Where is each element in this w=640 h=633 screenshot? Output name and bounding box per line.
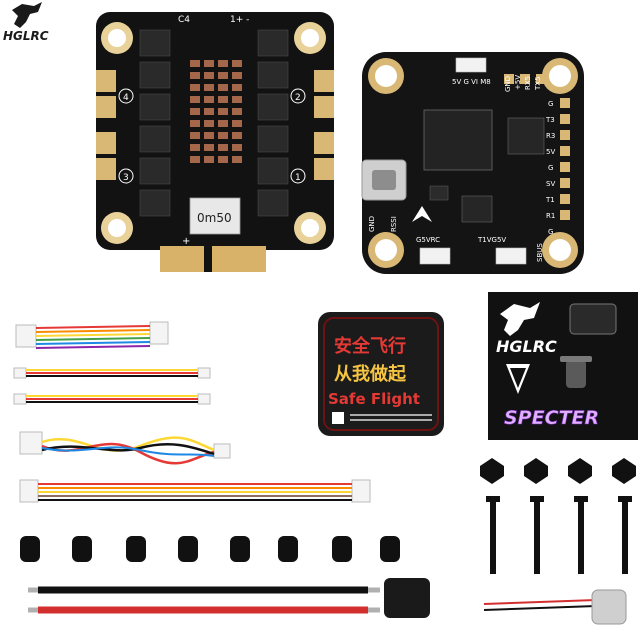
- motor-icon: [566, 360, 586, 388]
- dinosaur-icon: [500, 302, 540, 336]
- motor-label-2: 2: [290, 88, 306, 104]
- fc-right-r1: R1: [546, 212, 555, 220]
- fc-label-tx5: TX5: [534, 76, 542, 91]
- fc-bottom-right: SBUS: [536, 243, 544, 262]
- esc-silk-plus-minus: 1+ -: [230, 15, 249, 25]
- chip: [507, 117, 545, 155]
- fc-right-t1: T1: [545, 196, 555, 204]
- esc-pad-plus: +: [182, 236, 190, 247]
- specter-emblem-icon: [506, 364, 530, 394]
- connector-top: [455, 57, 487, 73]
- fc-right-g3: G: [548, 228, 553, 236]
- fc-bottom-mid: T1VG5V: [477, 236, 506, 244]
- fc-right-5v: 5V: [546, 148, 555, 156]
- motor-label-3: 3: [118, 168, 134, 184]
- cable-set: [13, 321, 371, 503]
- safe-line-3: Safe Flight: [328, 390, 420, 408]
- fc-left-gnd: GND: [368, 216, 376, 232]
- fc-right-g1: G: [548, 100, 553, 108]
- svg-text:2: 2: [295, 93, 301, 103]
- capacitor-text: 0m50: [197, 211, 232, 225]
- screws: [486, 496, 632, 574]
- brand-logo-text: HGLRC: [3, 29, 49, 43]
- damper-grommets: [20, 536, 400, 562]
- cable-short-3wire: [13, 367, 211, 379]
- cable-short-3wire: [13, 393, 211, 405]
- fc-label-gnd: GND: [504, 76, 512, 92]
- svg-text:1: 1: [295, 173, 301, 183]
- motor-label-1: 1: [290, 168, 306, 184]
- fc-label-5v: +5V: [514, 75, 522, 90]
- dinosaur-icon: [12, 2, 42, 28]
- svg-text:4: 4: [123, 93, 129, 103]
- brand-sticker-logo-text: HGLRC: [496, 337, 557, 356]
- connector-bottom-right: [495, 247, 527, 265]
- bulk-capacitor: [189, 197, 241, 235]
- power-pad: [212, 246, 266, 272]
- fc-stack-icon: [569, 303, 617, 335]
- nuts: [480, 458, 636, 484]
- chip: [461, 195, 493, 223]
- chip: [429, 185, 449, 201]
- qr-code: [332, 412, 344, 424]
- mcu-chip: [423, 109, 493, 171]
- safe-line-2: 从我做起: [334, 363, 407, 385]
- capacitor-with-leads: [483, 589, 627, 625]
- fc-right-r3: R3: [546, 132, 555, 140]
- cable-ribbon-rainbow: [15, 321, 169, 349]
- cable-ribbon-long: [19, 479, 371, 503]
- cable-twisted: [19, 431, 231, 465]
- brand-sticker: HGLRC SPECTER: [488, 292, 638, 440]
- safe-flight-sticker: 安全飞行 从我做起 Safe Flight: [318, 312, 444, 436]
- power-pad: [160, 246, 204, 272]
- connector-bottom-left: [419, 247, 451, 265]
- fc-right-t3: T3: [545, 116, 555, 124]
- flight-controller-board: TX5 RX5 +5V GND 5V G VI M8 G T3 R3 5V G …: [361, 52, 584, 274]
- fc-label-rx5: RX5: [524, 76, 532, 90]
- power-wires: [28, 586, 380, 614]
- safe-line-1: 安全飞行: [334, 335, 406, 357]
- fc-right-sv: SV: [546, 180, 555, 188]
- esc-board: C4 1+ - 4 2 3 1 0m50 +: [96, 12, 334, 272]
- motor-label-4: 4: [118, 88, 134, 104]
- fc-bottom-left: G5VRC: [416, 236, 440, 244]
- fc-right-g2: G: [548, 164, 553, 172]
- orientation-arrow-icon: [412, 206, 432, 222]
- fc-left-rssi: RSSI: [390, 216, 398, 232]
- xt-connector: [384, 578, 430, 618]
- fc-row-label: 5V G VI M8: [452, 78, 491, 86]
- svg-text:3: 3: [123, 173, 129, 183]
- brand-sticker-product-text: SPECTER: [504, 407, 599, 429]
- brand-logo: HGLRC: [3, 2, 49, 43]
- esc-silk-top: C4: [178, 15, 190, 25]
